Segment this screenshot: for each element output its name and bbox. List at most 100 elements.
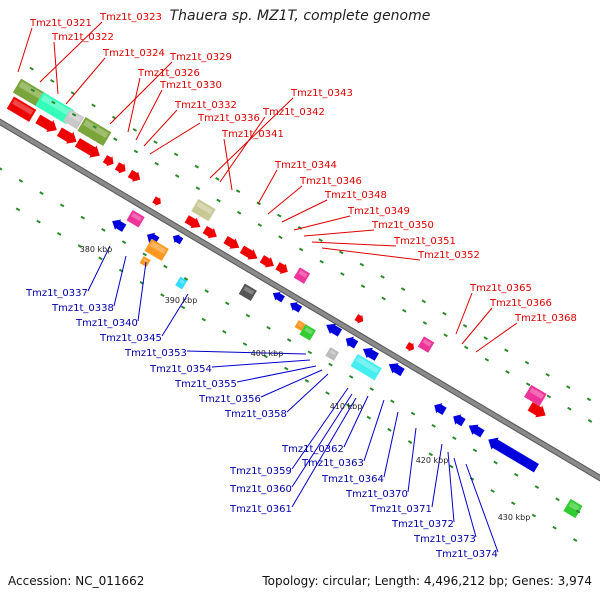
reverse-gene [388,363,405,377]
tick-mark [504,348,509,353]
tick-mark [195,186,201,191]
tick-mark [154,161,159,166]
forward-gene-label: Tmz1t_0324 [102,48,165,59]
gene-block [6,96,37,122]
gene-arrow [468,424,485,438]
gene-arrow [184,215,201,229]
reverse-callout [211,359,311,368]
reverse-gene [175,276,188,290]
tick-marks [0,66,593,542]
gene-arrow [527,402,546,418]
gene-block-shine [568,501,580,512]
tick-mark [514,472,519,477]
reverse-gene [139,256,151,268]
forward-gene-label: Tmz1t_0336 [197,113,260,124]
forward-callout [143,109,178,147]
tick-mark [133,149,139,154]
tick-mark [366,415,372,420]
genome-summary-text: Topology: circular; Length: 4,496,212 bp… [262,574,592,588]
forward-gene-label: Tmz1t_0329 [169,52,232,63]
reverse-callout [87,245,111,292]
reverse-gene-label: Tmz1t_0371 [369,504,432,515]
reverse-gene [299,324,316,341]
forward-gene-label: Tmz1t_0330 [159,80,222,91]
forward-gene-label: Tmz1t_0343 [290,88,353,99]
forward-callout [17,27,33,73]
reverse-gene-label: Tmz1t_0373 [413,534,476,545]
tick-mark [215,177,220,181]
reverse-callout [260,369,323,398]
tick-mark [242,342,248,346]
tick-mark [222,329,227,334]
tick-mark [277,213,282,218]
forward-gene-label: Tmz1t_0348 [324,190,387,201]
tick-mark [92,125,97,129]
gene-block [417,336,435,353]
forward-gene [74,138,100,158]
forward-gene [102,155,114,167]
gene-block [563,498,583,519]
gene-block-shine [41,94,72,117]
forward-callout [303,229,375,237]
tick-mark [225,301,230,306]
tick-mark [490,489,495,493]
tick-mark [463,345,469,350]
reverse-gene [453,414,466,427]
reverse-callout [286,373,329,413]
forward-callout [475,322,518,353]
map-title: Thauera sp. MZ1T, complete genome [169,8,431,24]
label-callouts [17,21,518,553]
forward-gene [6,96,37,122]
gene-arrow [102,155,114,167]
gene-arrow [152,196,161,206]
tick-mark [278,235,283,240]
forward-gene [56,127,77,144]
tick-mark [511,501,516,506]
reverse-gene [488,437,539,473]
tick-mark [586,397,592,402]
tick-mark [29,66,34,71]
tick-mark [443,333,448,338]
forward-gene [12,78,46,107]
reverse-gene [112,219,127,232]
scale-label: 400 kbp [251,349,284,358]
forward-gene-label: Tmz1t_0342 [262,107,325,118]
gene-arrow [259,255,274,268]
tick-mark [51,100,56,105]
genome-backbone [0,118,600,482]
reverse-gene-label: Tmz1t_0340 [75,318,138,329]
forward-gene-label: Tmz1t_0322 [51,32,114,43]
forward-gene [354,314,364,324]
forward-callout [455,292,473,335]
tick-mark [428,452,433,457]
forward-callout [219,116,266,183]
gene-block-shine [422,339,432,347]
tick-mark [442,311,447,316]
reverse-gene-label: Tmz1t_0364 [321,474,384,485]
tick-mark [325,391,330,395]
reverse-callout [343,395,369,448]
forward-gene [184,215,201,229]
tick-mark [266,325,271,330]
reverse-gene-label: Tmz1t_0359 [229,466,292,477]
forward-gene [405,341,415,352]
tick-mark [160,293,165,297]
tick-mark [91,103,96,108]
forward-callout [109,61,173,125]
tick-mark [422,321,428,325]
forward-gene-label: Tmz1t_0350 [371,220,434,231]
forward-gene [293,267,311,284]
reverse-gene [434,403,447,415]
gene-arrow [326,323,343,337]
tick-mark [71,112,77,117]
forward-callout [135,89,163,141]
gene-arrow [56,127,77,144]
forward-gene [35,91,75,125]
reverse-gene [238,283,257,302]
gene-arrow [345,336,359,349]
tick-mark [36,219,41,224]
gene-block [299,324,316,341]
tick-mark [402,308,407,313]
reverse-gene-label: Tmz1t_0358 [224,409,287,420]
